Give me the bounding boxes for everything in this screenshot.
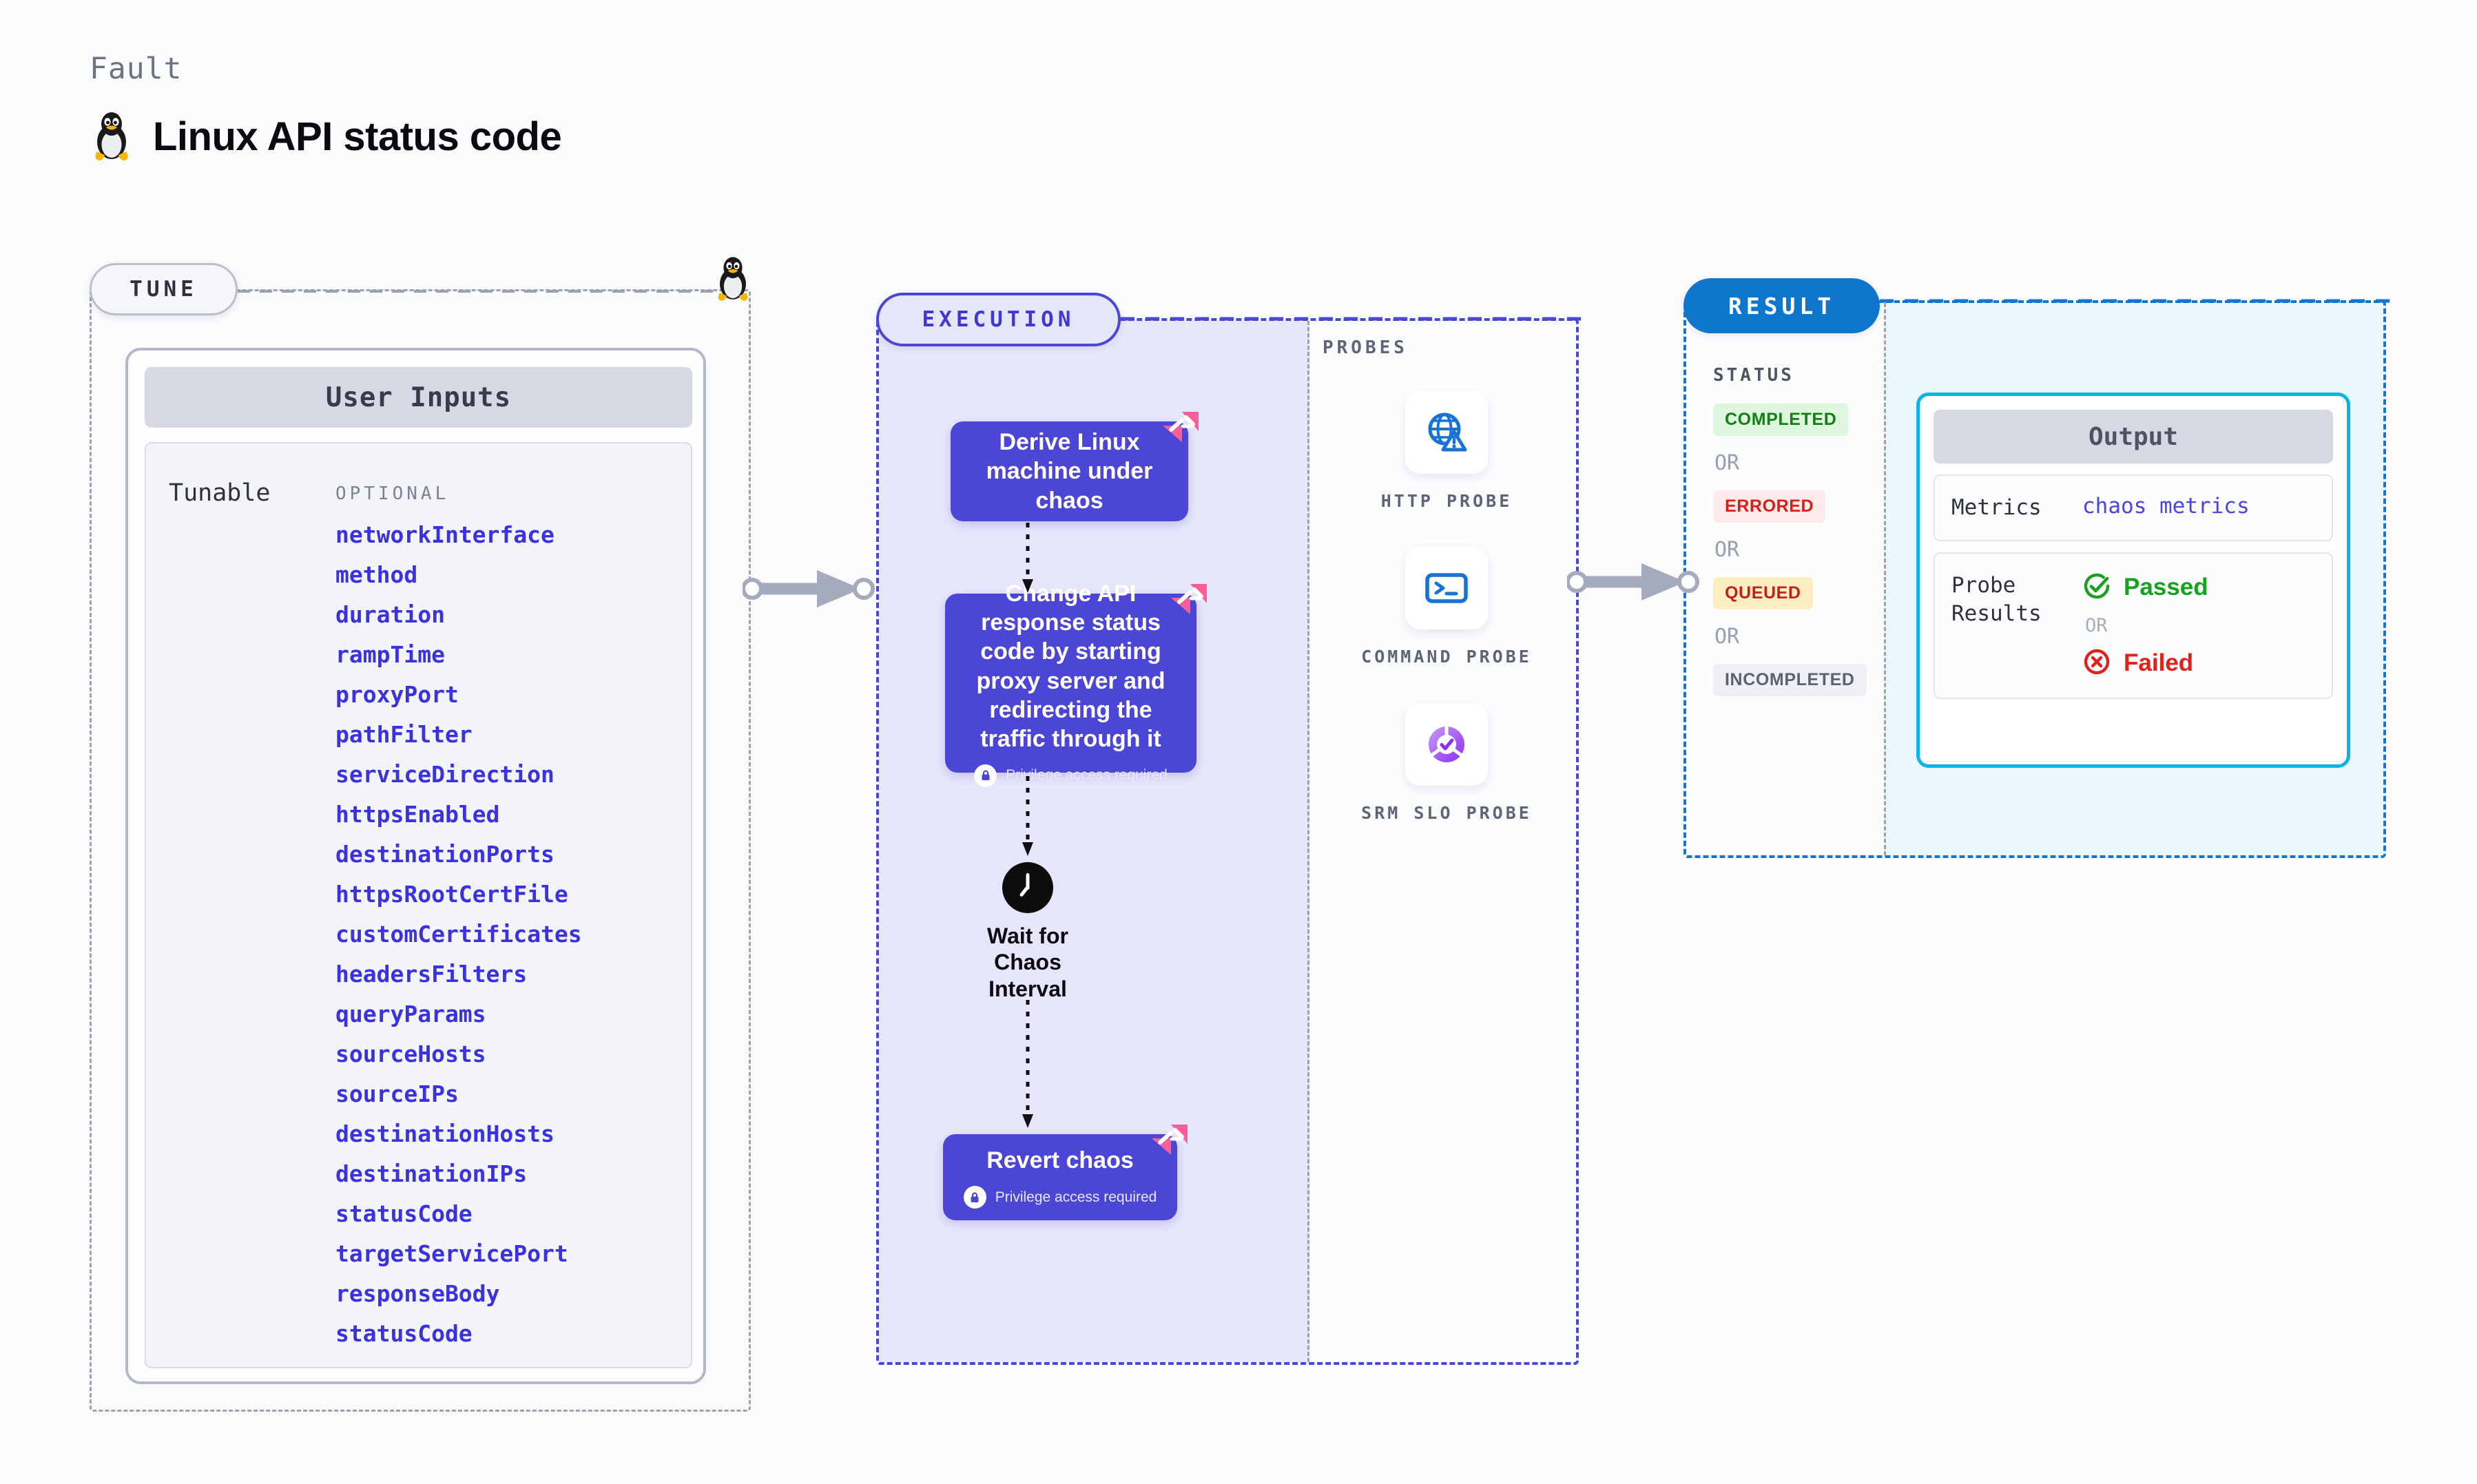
probe-srm-slo[interactable]: SRM SLO PROBE [1323,702,1571,826]
x-circle-icon [2082,647,2111,680]
probe-label: HTTP PROBE [1380,491,1513,511]
output-title: Output [1934,410,2333,463]
probe-result-failed: Failed [2082,647,2208,680]
terminal-icon [1405,547,1488,630]
status-column: STATUS COMPLETED OR ERRORED OR QUEUED OR… [1713,365,1906,696]
execution-badge-connector-line [1121,317,1582,321]
output-metrics-row: Metrics chaos metrics [1934,474,2333,541]
or-separator: OR [1714,625,1740,649]
param-proxyPort[interactable]: proxyPort [335,681,459,708]
param-pathFilter[interactable]: pathFilter [335,721,473,748]
probe-result-passed: Passed [2082,572,2208,604]
output-card: Output Metrics chaos metrics Probe Resul… [1916,393,2350,768]
probe-label: SRM SLO PROBE [1361,802,1532,823]
privilege-note-label: Privilege access required [1006,767,1168,784]
exec-node-derive-machine[interactable]: Derive Linux machine under chaos [951,412,1199,521]
param-httpsEnabled[interactable]: httpsEnabled [335,801,500,828]
wait-for-chaos-interval: Wait for Chaos Interval [959,862,1097,1002]
param-rampTime[interactable]: rampTime [335,641,445,668]
page-eyebrow: Fault [90,52,183,86]
passed-label: Passed [2124,574,2208,601]
output-probe-results-row: Probe Results Passed OR [1934,552,2333,699]
privilege-note: Privilege access required [963,1186,1157,1209]
page-title-row: Linux API status code [90,110,562,163]
exec-node-label: Revert chaos [986,1147,1134,1173]
param-sourceHosts[interactable]: sourceHosts [335,1041,486,1067]
param-queryParams[interactable]: queryParams [335,1001,486,1027]
or-separator: OR [1714,451,1740,475]
status-title: STATUS [1713,365,1794,386]
user-inputs-card: User Inputs Tunable OPTIONAL networkInte… [125,348,706,1384]
linux-tux-icon [90,110,134,163]
user-inputs-title: User Inputs [145,367,692,428]
probe-label: COMMAND PROBE [1361,647,1532,667]
param-networkInterface[interactable]: networkInterface [335,521,555,548]
optional-label: OPTIONAL [335,483,450,504]
flow-arrow-1 [1022,523,1033,593]
exec-node-label: Change API response status code by start… [976,581,1165,752]
probes-column: PROBES HTTP PROBE [1323,337,1571,826]
lock-icon [974,764,997,787]
flow-arrow-3 [1022,1000,1033,1128]
tunable-label: Tunable [169,479,271,507]
exec-node-change-status-code[interactable]: Change API response status code by start… [945,581,1207,787]
flow-arrow-2 [1022,776,1033,856]
check-circle-icon [2082,572,2111,604]
tune-badge: TUNE [90,263,238,315]
status-badge-completed: COMPLETED [1713,404,1849,436]
status-badge-incompleted: INCOMPLETED [1713,664,1867,696]
param-duration[interactable]: duration [335,601,445,628]
param-targetServicePort[interactable]: targetServicePort [335,1240,568,1267]
param-destinationHosts[interactable]: destinationHosts [335,1120,555,1147]
param-httpsRootCertFile[interactable]: httpsRootCertFile [335,881,568,908]
param-serviceDirection[interactable]: serviceDirection [335,761,555,788]
param-method[interactable]: method [335,561,418,588]
tune-badge-connector-line [238,290,720,293]
execution-to-result-connector [1567,563,1699,600]
user-inputs-body: Tunable OPTIONAL networkInterface method… [145,442,692,1368]
param-headersFilters[interactable]: headersFilters [335,961,528,987]
status-badge-errored: ERRORED [1713,490,1826,523]
param-statusCode-2[interactable]: statusCode [335,1320,473,1347]
param-destinationIPs[interactable]: destinationIPs [335,1160,528,1187]
param-sourceIPs[interactable]: sourceIPs [335,1080,459,1107]
privilege-note-label: Privilege access required [995,1189,1157,1205]
chaos-metrics-link[interactable]: chaos metrics [2082,494,2250,519]
result-badge-connector-line [1880,299,2390,303]
exec-node-label: Derive Linux machine under chaos [986,429,1153,514]
slo-donut-check-icon [1405,702,1488,786]
probe-http[interactable]: HTTP PROBE [1323,391,1571,514]
probe-results-values: Passed OR Failed [2082,572,2208,680]
param-statusCode[interactable]: statusCode [335,1200,473,1227]
metrics-label: Metrics [1951,495,2042,520]
or-separator: OR [1714,538,1740,562]
parameter-list: OPTIONAL networkInterface method duratio… [335,443,691,1367]
chaos-fault-ribbon-icon [1170,583,1208,620]
tune-to-execution-connector [743,570,875,607]
globe-warning-icon [1405,391,1488,474]
probes-title: PROBES [1323,337,1408,358]
clock-icon [1002,862,1053,913]
privilege-note: Privilege access required [974,764,1168,787]
param-destinationPorts[interactable]: destinationPorts [335,841,555,868]
or-separator: OR [2085,614,2108,636]
execution-flow: Derive Linux machine under chaos Change … [876,318,1307,1365]
param-customCertificates[interactable]: customCertificates [335,921,582,948]
chaos-fault-ribbon-icon [1150,1123,1189,1161]
failed-label: Failed [2124,649,2194,677]
param-responseBody[interactable]: responseBody [335,1280,500,1307]
execution-badge: EXECUTION [876,293,1121,346]
probe-command[interactable]: COMMAND PROBE [1323,547,1571,669]
tunable-group: Tunable [146,443,335,1367]
probe-results-label: Probe Results [1951,572,2042,626]
result-badge: RESULT [1683,278,1880,333]
chaos-fault-ribbon-icon [1161,410,1200,448]
lock-icon [963,1186,986,1209]
linux-tux-icon [713,255,753,306]
status-badge-queued: QUEUED [1713,577,1813,609]
exec-node-revert-chaos[interactable]: Revert chaos Privilege access required [943,1125,1188,1220]
page-title: Linux API status code [153,114,562,159]
wait-label: Wait for Chaos Interval [987,923,1068,1001]
